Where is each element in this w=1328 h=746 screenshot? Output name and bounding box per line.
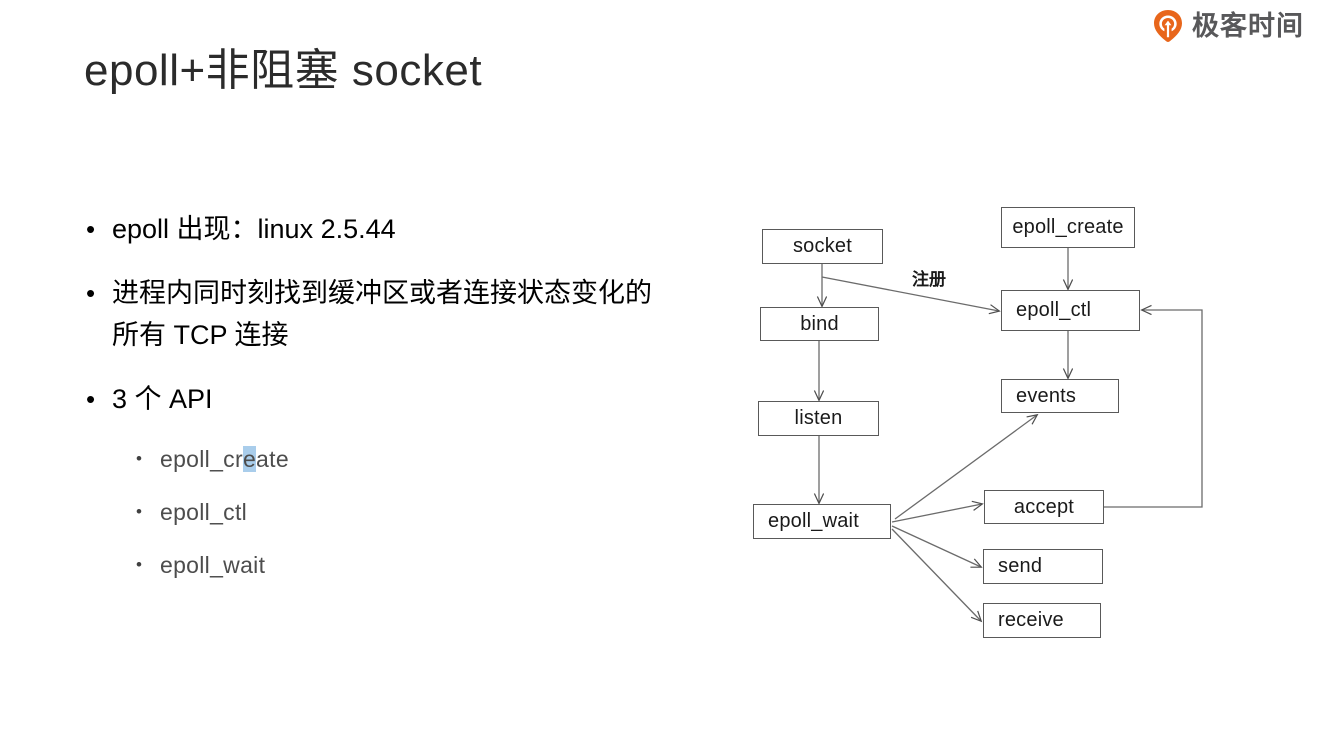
bullet-marker: • — [86, 278, 96, 308]
bullet-marker: • — [86, 214, 96, 244]
node-bind[interactable]: bind — [760, 307, 879, 341]
node-receive[interactable]: receive — [983, 603, 1101, 638]
api-name-epoll-wait: epoll_wait — [160, 552, 266, 578]
brand-logo: 极客时间 — [1153, 8, 1304, 44]
bullet-item-epoll-version: • epoll 出现：linux 2.5.44 — [84, 208, 704, 250]
node-socket[interactable]: socket — [762, 229, 883, 264]
api-text-after: ate — [256, 446, 289, 472]
list-item-epoll-wait: • epoll_wait — [136, 548, 704, 582]
node-events[interactable]: events — [1001, 379, 1119, 413]
api-text-before: epoll_cr — [160, 446, 243, 472]
page-title: epoll+非阻塞 socket — [84, 46, 483, 95]
bullet-item-process-desc: • 进程内同时刻找到缓冲区或者连接状态变化的 所有 TCP 连接 — [84, 272, 704, 356]
bullet-text: 进程内同时刻找到缓冲区或者连接状态变化的 所有 TCP 连接 — [112, 272, 652, 356]
api-sub-list: • epoll_create • epoll_ctl • epoll_wait — [136, 442, 704, 582]
brand-name: 极客时间 — [1192, 10, 1304, 41]
node-listen[interactable]: listen — [758, 401, 879, 436]
bullet-text-line1: 进程内同时刻找到缓冲区或者连接状态变化的 — [112, 278, 652, 308]
list-item-epoll-create: • epoll_create — [136, 442, 704, 476]
bullet-marker: • — [136, 502, 142, 521]
node-send[interactable]: send — [983, 549, 1103, 584]
bullet-text: 3 个 API — [112, 384, 213, 414]
bullet-list: • epoll 出现：linux 2.5.44 • 进程内同时刻找到缓冲区或者连… — [84, 208, 704, 601]
text-selection-highlight: e — [242, 446, 257, 472]
geektime-logo-icon — [1154, 10, 1182, 42]
bullet-marker: • — [136, 449, 142, 468]
node-epoll-create[interactable]: epoll_create — [1001, 207, 1135, 248]
bullet-item-three-api: • 3 个 API — [84, 378, 704, 420]
list-item-epoll-ctl: • epoll_ctl — [136, 495, 704, 529]
node-accept[interactable]: accept — [984, 490, 1104, 524]
epoll-flow-diagram: socket bind listen epoll_wait epoll_crea… — [735, 185, 1235, 665]
diagram-edges — [813, 248, 1203, 623]
bullet-text-line2: 所有 TCP 连接 — [112, 320, 289, 350]
node-epoll-wait[interactable]: epoll_wait — [753, 504, 891, 539]
api-name-epoll-ctl: epoll_ctl — [160, 499, 248, 525]
bullet-marker: • — [136, 555, 142, 574]
api-name-epoll-create: epoll_create — [160, 442, 289, 476]
bullet-marker: • — [86, 384, 96, 414]
edge-label-register: 注册 — [912, 270, 946, 289]
bullet-text: epoll 出现：linux 2.5.44 — [112, 214, 396, 244]
node-epoll-ctl[interactable]: epoll_ctl — [1001, 290, 1140, 331]
